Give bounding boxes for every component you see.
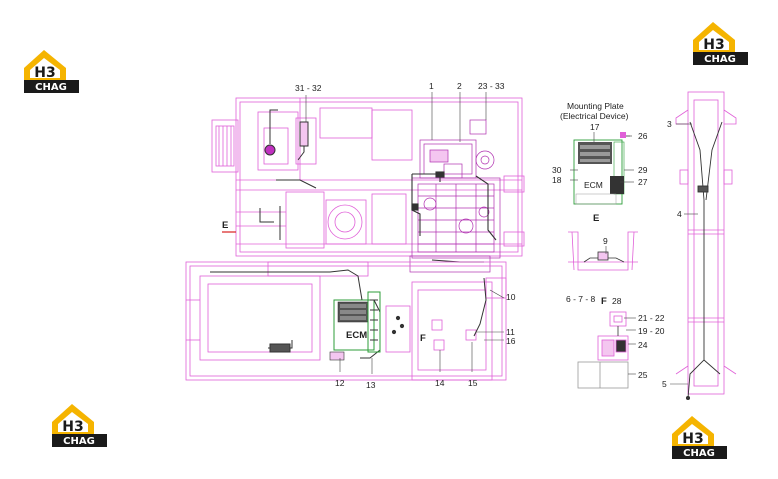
callout-5: 5 <box>662 379 667 389</box>
h3-chag-logo: H3 CHAG <box>672 416 727 459</box>
callout-1: 1 <box>429 81 434 91</box>
view-e-marker: E <box>222 220 236 233</box>
mounting-plate-subtitle: (Electrical Device) <box>560 111 629 121</box>
upper-left-harness <box>259 109 317 240</box>
view-label-f-main: F <box>420 333 426 344</box>
mounting-plate-title: Mounting Plate <box>567 101 624 111</box>
callout-21-22: 21 - 22 <box>638 313 665 323</box>
lower-harness <box>210 269 487 359</box>
callout-3: 3 <box>667 119 672 129</box>
callout-18: 18 <box>552 175 562 185</box>
callout-11: 11 <box>506 327 515 337</box>
logo-mark: H3 <box>34 65 55 81</box>
callout-6-7-8: 6 - 7 - 8 <box>566 294 596 304</box>
callout-29: 29 <box>638 165 648 175</box>
callout-31-32: 31 - 32 <box>295 83 322 93</box>
logo-brand: CHAG <box>63 436 95 447</box>
callout-28: 28 <box>612 296 622 306</box>
callout-15: 15 <box>468 378 478 388</box>
ecm-unit: ECM <box>329 299 375 361</box>
right-tower <box>675 91 737 395</box>
view-label-e-detail: E <box>593 213 599 224</box>
upper-chassis <box>211 97 525 257</box>
ecm-label: ECM <box>346 330 367 341</box>
logo-mark: H3 <box>682 431 703 447</box>
callout-17: 17 <box>590 122 600 132</box>
h3-chag-logo: H3 CHAG <box>52 404 107 447</box>
callout-24: 24 <box>638 340 648 350</box>
logo-mark: H3 <box>62 419 83 435</box>
callout-26: 26 <box>638 131 648 141</box>
view-e-detail <box>568 231 638 271</box>
callout-14: 14 <box>435 378 445 388</box>
callout-numbers: 31 - 32 1 2 23 - 33 17 26 30 18 29 27 E … <box>295 81 682 390</box>
h3-chag-logo: H3 CHAG <box>693 22 748 65</box>
mounting-plate-view: Mounting Plate (Electrical Device) ECM <box>560 101 632 205</box>
callout-9: 9 <box>603 236 608 246</box>
engine-assembly <box>409 119 501 273</box>
callout-4: 4 <box>677 209 682 219</box>
logo-brand: CHAG <box>35 82 67 93</box>
callout-19-20: 19 - 20 <box>638 326 665 336</box>
logo-mark: H3 <box>703 37 724 53</box>
callout-12: 12 <box>335 378 345 388</box>
ecm-small-label: ECM <box>584 180 603 190</box>
view-label-e-main: E <box>222 220 228 231</box>
logo-brand: CHAG <box>683 448 715 459</box>
view-label-f-detail: F <box>601 296 607 307</box>
callout-leaders <box>305 92 698 385</box>
callout-2: 2 <box>457 81 462 91</box>
callout-30: 30 <box>552 165 562 175</box>
h3-chag-logo: H3 CHAG <box>24 50 79 93</box>
tower-harness <box>685 121 723 401</box>
callout-27: 27 <box>638 177 648 187</box>
callout-13: 13 <box>366 380 376 390</box>
callout-23-33: 23 - 33 <box>478 81 505 91</box>
lower-chassis <box>185 261 507 381</box>
callout-10: 10 <box>506 292 516 302</box>
callout-25: 25 <box>638 370 648 380</box>
logo-brand: CHAG <box>704 54 736 65</box>
callout-16: 16 <box>506 336 516 346</box>
view-f-detail <box>577 311 629 389</box>
